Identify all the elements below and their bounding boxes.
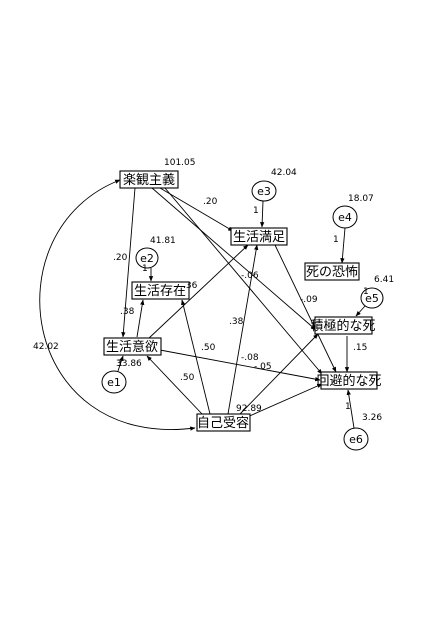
variance-e3: 42.04 <box>271 168 297 178</box>
coef-covariance: 42.02 <box>33 342 59 352</box>
error-e2: e2 <box>135 247 159 269</box>
coef-will-active: -.08 <box>241 353 259 363</box>
coef-pess-will: .20 <box>113 253 128 263</box>
error-e6: e6 <box>343 427 369 451</box>
var-satisfaction-label: 生活満足 <box>233 230 285 245</box>
var-acceptance: 自己受容 <box>196 413 251 432</box>
arrow-will-satisfaction <box>147 244 249 340</box>
arrow-pessimism-avoid <box>164 187 323 375</box>
variance-e2: 41.81 <box>150 236 176 246</box>
variance-e6: 3.26 <box>362 413 382 423</box>
error-e3-label: e3 <box>257 185 271 198</box>
arrow-e5-active <box>355 305 366 317</box>
coef-pess-satisfaction: .20 <box>203 197 218 207</box>
var-existence: 生活存在 <box>131 281 190 300</box>
var-will: 生活意欲 <box>103 337 162 356</box>
var-will-label: 生活意欲 <box>106 339 158 355</box>
coef-accept-satisfaction: .38 <box>229 317 244 327</box>
arrow-e6-avoid <box>346 389 355 429</box>
coef-satisfaction-avoid: -.09 <box>300 295 318 305</box>
error-e4-label: e4 <box>338 211 352 224</box>
error-e4: e4 <box>332 205 358 229</box>
fixed-one-e1: 1 <box>117 359 123 369</box>
arrow-e3-satisfaction <box>260 200 265 228</box>
var-acceptance-label: 自己受容 <box>197 415 249 431</box>
error-e1-label: e1 <box>107 376 121 389</box>
error-e5: e5 <box>360 287 384 309</box>
fixed-one-e2: 1 <box>142 264 148 274</box>
arrow-acceptance-satisfaction <box>227 244 259 415</box>
arrow-will-avoid <box>159 349 321 382</box>
arrow-pessimism-will <box>121 187 136 338</box>
coef-active-avoid: .15 <box>353 343 367 353</box>
coef-accept-will: .50 <box>180 373 195 383</box>
var-active-death-label: 積極的な死 <box>310 318 375 334</box>
var-pessimism: 楽観主義 <box>119 170 179 189</box>
error-e6-label: e6 <box>349 433 363 446</box>
arrow-satisfaction-avoid <box>274 244 337 373</box>
variance-e5: 6.41 <box>374 275 394 285</box>
var-avoid-death: 回避的な死 <box>316 371 382 390</box>
error-e2-label: e2 <box>140 252 154 265</box>
variance-pessimism: 101.05 <box>164 158 196 168</box>
coef-will-satisfaction: .50 <box>201 343 216 353</box>
arrow-acceptance-existence <box>181 299 211 415</box>
fixed-one-e6: 1 <box>345 402 351 412</box>
arrow-will-existence <box>136 299 145 338</box>
arrow-e1-will <box>117 355 124 372</box>
var-avoid-death-label: 回避的な死 <box>316 373 381 389</box>
coef-accept-existence: .36 <box>183 281 198 291</box>
arrow-e4-fear <box>340 227 346 264</box>
arrow-acceptance-avoid <box>244 383 323 419</box>
arrow-pessimism-satisfaction <box>159 187 234 232</box>
coef-will-existence: .38 <box>120 307 135 317</box>
var-existence-label: 生活存在 <box>134 284 186 299</box>
var-active-death: 積極的な死 <box>310 316 376 335</box>
error-e1: e1 <box>101 370 127 394</box>
covariance-curve-pessimism-acceptance <box>39 179 196 431</box>
coef-will-avoid: -.05 <box>254 362 272 372</box>
var-satisfaction: 生活満足 <box>230 227 288 246</box>
fixed-one-e3: 1 <box>253 206 259 216</box>
fixed-one-e4: 1 <box>333 235 339 245</box>
arrow-acceptance-will <box>146 355 204 416</box>
var-fear-label: 死の恐怖 <box>306 264 358 280</box>
arrow-pessimism-active <box>151 187 317 331</box>
var-pessimism-label: 楽観主義 <box>123 172 175 188</box>
arrow-acceptance-active <box>239 333 319 415</box>
fixed-one-e5: 1 <box>363 287 369 297</box>
error-e5-label: e5 <box>365 292 379 305</box>
variance-e1: 33.86 <box>116 359 142 369</box>
error-e3: e3 <box>251 180 277 202</box>
variance-acceptance: 92.89 <box>236 404 262 414</box>
variance-e4: 18.07 <box>348 194 374 204</box>
var-fear: 死の恐怖 <box>304 262 360 281</box>
coef-pess-active: -.06 <box>241 271 259 281</box>
